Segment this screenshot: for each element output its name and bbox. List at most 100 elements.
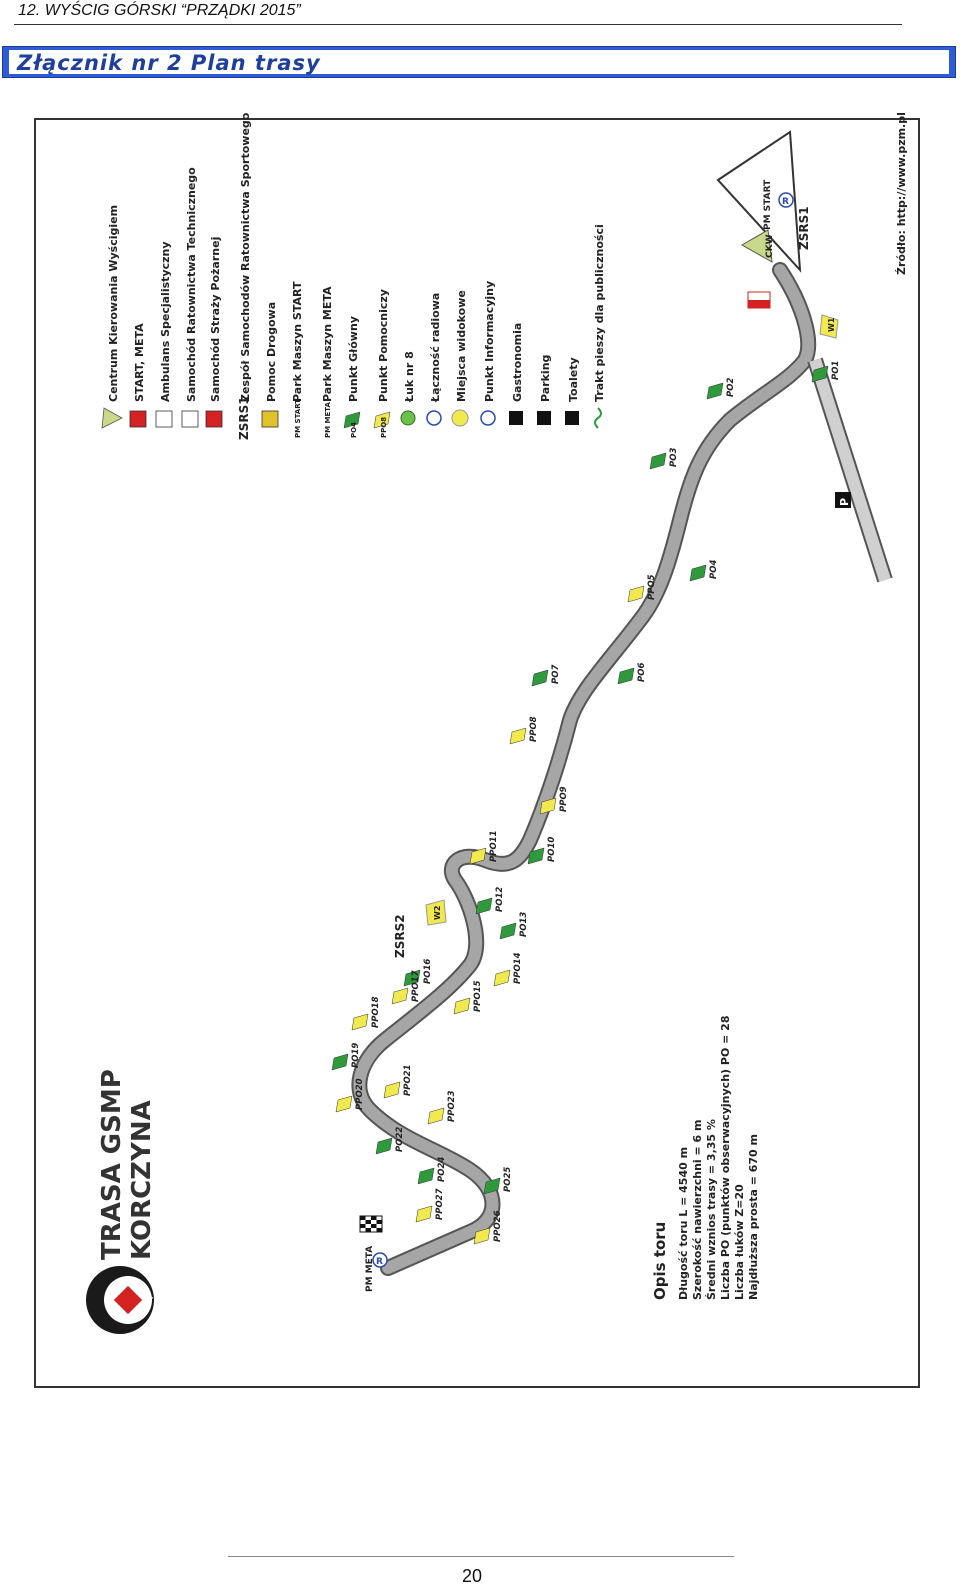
flag-icon <box>335 1095 353 1113</box>
observation-point: PPO9 <box>539 786 569 815</box>
observation-point: PPO8 <box>509 716 539 745</box>
observation-point: PPO27 <box>415 1188 445 1223</box>
observation-point: PPO17 <box>391 970 421 1005</box>
observation-points: PO1PO2PO3PO4PPO5PO6PO7PPO8PPO9PO10PPO11P… <box>331 361 841 1245</box>
finish-flag-icon <box>359 1215 383 1233</box>
observation-point: PPO26 <box>473 1210 503 1245</box>
flag-icon <box>417 1167 435 1185</box>
pm-start-area <box>716 130 802 273</box>
point-label: PPO11 <box>489 830 499 862</box>
point-label: PPO17 <box>411 970 421 1002</box>
flag-icon <box>617 667 635 685</box>
svg-text:ZSRS2: ZSRS2 <box>393 914 407 958</box>
legend-symbol <box>181 410 199 428</box>
legend-symbol-text: PO4 <box>350 422 358 438</box>
flag-icon <box>483 1177 501 1195</box>
observation-point: PO19 <box>331 1043 361 1071</box>
point-label: PPO15 <box>473 980 483 1012</box>
legend-label: Łuk nr 8 <box>403 351 416 403</box>
description-line: Szerokość nawierzchni = 6 m <box>691 1120 704 1301</box>
flag-icon <box>391 987 409 1005</box>
description-line: Najdłuższa prosta = 670 m <box>747 1134 760 1300</box>
svg-text:CKW: CKW <box>765 234 775 258</box>
point-label: PPO14 <box>513 952 523 984</box>
point-label: PPO18 <box>371 996 381 1028</box>
parking-sign: P <box>835 492 851 508</box>
legend-symbol-text: ZSRS1 <box>237 396 251 440</box>
flag-icon <box>427 1107 445 1125</box>
point-label: PPO23 <box>447 1090 457 1122</box>
flag-icon <box>331 1053 349 1071</box>
observation-point: PO7 <box>531 665 561 687</box>
radio-marker-start: R <box>778 192 794 208</box>
flag-icon <box>375 1137 393 1155</box>
point-label: PO2 <box>726 378 736 397</box>
svg-text:W1: W1 <box>827 317 836 332</box>
legend-label: Centrum Kierowania Wyścigiem <box>107 205 120 402</box>
point-label: PO24 <box>437 1157 447 1182</box>
point-label: PO25 <box>503 1167 513 1192</box>
map-heading-line1: TRASA GSMP <box>97 1069 127 1260</box>
observation-point: PPO23 <box>427 1090 457 1125</box>
zsrs1-label: ZSRS1 <box>797 206 811 250</box>
legend-label: Park Maszyn START <box>291 281 304 402</box>
ckw-marker: CKW <box>740 229 775 263</box>
observation-point: PO10 <box>527 837 557 865</box>
flag-icon <box>403 969 421 987</box>
point-label: PO13 <box>519 912 529 937</box>
legend-symbol <box>343 411 361 429</box>
flag-icon <box>649 452 667 470</box>
legend-symbol-text: PM START <box>294 399 302 438</box>
flag-icon <box>689 564 707 582</box>
legend-symbol <box>129 410 147 428</box>
point-label: PPO5 <box>647 574 657 600</box>
legend-item: START, META <box>129 323 147 428</box>
legend-symbol <box>426 410 442 426</box>
section-banner: Złącznik nr 2 Plan trasy <box>2 46 956 78</box>
legend-item: Trakt pieszy dla publiczności <box>593 224 606 429</box>
flag-icon <box>351 1013 369 1031</box>
observation-point: PO2 <box>706 378 736 400</box>
observation-point: PO4 <box>689 560 719 582</box>
flag-icon <box>499 922 517 940</box>
svg-text:PM META: PM META <box>365 1246 375 1292</box>
flag-icon <box>473 1227 491 1245</box>
legend-label: START, META <box>133 323 146 402</box>
legend-label: Ambulans Specjalistyczny <box>159 242 172 403</box>
legend-label: Punkt Pomocniczy <box>377 289 390 402</box>
observation-point: PO16 <box>403 959 433 987</box>
point-label: PO4 <box>709 560 719 579</box>
svg-text:ZSRS1: ZSRS1 <box>797 206 811 250</box>
flag-icon <box>627 585 645 603</box>
flag-icon <box>475 897 493 915</box>
map-heading-line2: KORCZYNA <box>127 1100 157 1260</box>
legend-item: Pomoc Drogowa <box>261 302 279 428</box>
legend-label: Łączność radiowa <box>429 293 442 403</box>
start-flag-icon <box>747 291 771 309</box>
legend-item: Toalety <box>565 357 580 425</box>
legend-label: Samochód Ratownictwa Technicznego <box>185 167 198 402</box>
observation-point: PO22 <box>375 1127 405 1155</box>
route-track <box>353 264 815 1274</box>
flag-icon <box>509 727 527 745</box>
header-rule <box>14 24 902 25</box>
observation-point: PPO5 <box>627 574 657 603</box>
legend-item: Samochód Ratownictwa Technicznego <box>181 167 199 428</box>
observation-point: PPO20 <box>335 1078 365 1113</box>
legend-symbol <box>261 410 279 428</box>
point-label: PPO21 <box>403 1064 413 1096</box>
observation-point: PPO11 <box>469 830 499 865</box>
legend-symbol <box>451 409 469 427</box>
flag-icon <box>383 1081 401 1099</box>
legend-item: Łączność radiowa <box>426 293 442 426</box>
legend-label: Trakt pieszy dla publiczności <box>593 224 606 402</box>
flag-icon <box>706 382 724 400</box>
observation-point: PO1 <box>811 361 841 383</box>
description-line: Długość toru L = 4540 m <box>677 1147 690 1300</box>
legend-label: Park Maszyn META <box>321 286 334 402</box>
flag-icon <box>493 969 511 987</box>
legend-symbol-text: PM META <box>324 401 332 438</box>
description-line: Średni wznios trasy = 3,35 % <box>705 1119 718 1300</box>
legend-symbol <box>565 411 579 425</box>
